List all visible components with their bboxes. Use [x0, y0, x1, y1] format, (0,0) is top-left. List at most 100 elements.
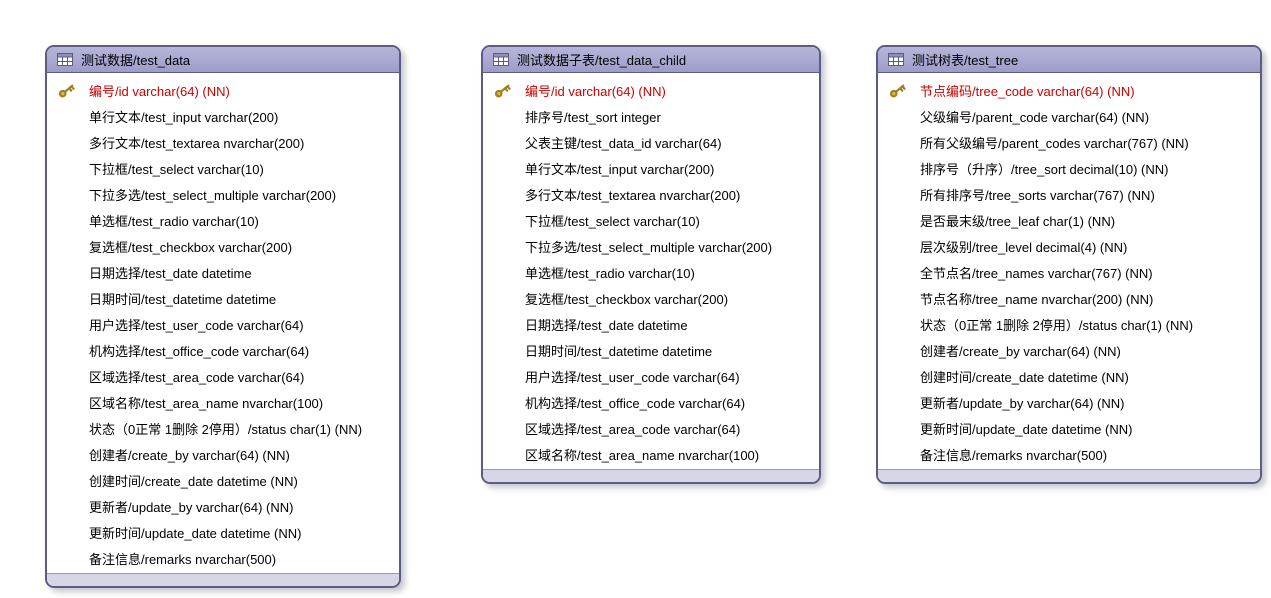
field-label: 日期时间/test_datetime datetime	[525, 343, 713, 359]
field-row[interactable]: 复选框/test_checkbox varchar(200)	[483, 285, 819, 311]
er-table-footer	[483, 469, 819, 482]
field-row[interactable]: 下拉多选/test_select_multiple varchar(200)	[483, 233, 819, 259]
field-row-primary-key[interactable]: 编号/id varchar(64) (NN)	[483, 77, 819, 103]
er-table-test_data_child[interactable]: 测试数据子表/test_data_child 编号/id varchar(64)…	[481, 45, 821, 484]
field-row[interactable]: 日期时间/test_datetime datetime	[483, 337, 819, 363]
field-label: 排序号/test_sort integer	[525, 109, 661, 125]
field-row[interactable]: 更新时间/update_date datetime (NN)	[47, 519, 399, 545]
field-row[interactable]: 区域选择/test_area_code varchar(64)	[483, 415, 819, 441]
field-row[interactable]: 全节点名/tree_names varchar(767) (NN)	[878, 259, 1260, 285]
field-label: 下拉框/test_select varchar(10)	[525, 213, 700, 229]
field-label: 多行文本/test_textarea nvarchar(200)	[89, 135, 305, 151]
field-row[interactable]: 排序号（升序）/tree_sort decimal(10) (NN)	[878, 155, 1260, 181]
er-table-test_data[interactable]: 测试数据/test_data 编号/id varchar(64) (NN) 单行文…	[45, 45, 401, 588]
field-row[interactable]: 下拉框/test_select varchar(10)	[47, 155, 399, 181]
field-label: 下拉多选/test_select_multiple varchar(200)	[525, 239, 773, 255]
field-label: 复选框/test_checkbox varchar(200)	[89, 239, 293, 255]
field-row[interactable]: 多行文本/test_textarea nvarchar(200)	[483, 181, 819, 207]
field-row[interactable]: 排序号/test_sort integer	[483, 103, 819, 129]
field-row[interactable]: 更新者/update_by varchar(64) (NN)	[47, 493, 399, 519]
field-row[interactable]: 父级编号/parent_code varchar(64) (NN)	[878, 103, 1260, 129]
field-row[interactable]: 所有父级编号/parent_codes varchar(767) (NN)	[878, 129, 1260, 155]
field-row[interactable]: 单选框/test_radio varchar(10)	[47, 207, 399, 233]
field-label: 节点名称/tree_name nvarchar(200) (NN)	[920, 291, 1154, 307]
field-label: 用户选择/test_user_code varchar(64)	[525, 369, 740, 385]
key-icon	[483, 81, 525, 100]
field-label: 父级编号/parent_code varchar(64) (NN)	[920, 109, 1150, 125]
field-row[interactable]: 机构选择/test_office_code varchar(64)	[483, 389, 819, 415]
field-row[interactable]: 单行文本/test_input varchar(200)	[47, 103, 399, 129]
field-row[interactable]: 备注信息/remarks nvarchar(500)	[878, 441, 1260, 467]
field-row[interactable]: 区域名称/test_area_name nvarchar(100)	[47, 389, 399, 415]
field-row[interactable]: 层次级别/tree_level decimal(4) (NN)	[878, 233, 1260, 259]
er-table-fields: 编号/id varchar(64) (NN) 排序号/test_sort inte…	[483, 73, 819, 469]
field-row[interactable]: 所有排序号/tree_sorts varchar(767) (NN)	[878, 181, 1260, 207]
field-label: 父表主键/test_data_id varchar(64)	[525, 135, 722, 151]
key-icon	[878, 81, 920, 100]
field-row[interactable]: 机构选择/test_office_code varchar(64)	[47, 337, 399, 363]
field-row[interactable]: 区域名称/test_area_name nvarchar(100)	[483, 441, 819, 467]
field-row[interactable]: 状态（0正常 1删除 2停用）/status char(1) (NN)	[878, 311, 1260, 337]
field-label: 日期选择/test_date datetime	[89, 265, 252, 281]
field-row[interactable]: 创建时间/create_date datetime (NN)	[47, 467, 399, 493]
field-label: 多行文本/test_textarea nvarchar(200)	[525, 187, 741, 203]
field-row[interactable]: 备注信息/remarks nvarchar(500)	[47, 545, 399, 571]
field-label: 单行文本/test_input varchar(200)	[89, 109, 279, 125]
er-table-test_tree[interactable]: 测试树表/test_tree 节点编码/tree_code varchar(64…	[876, 45, 1262, 484]
key-icon	[47, 81, 89, 100]
field-row[interactable]: 区域选择/test_area_code varchar(64)	[47, 363, 399, 389]
field-row[interactable]: 日期选择/test_date datetime	[483, 311, 819, 337]
er-table-header[interactable]: 测试树表/test_tree	[878, 47, 1260, 73]
field-label: 机构选择/test_office_code varchar(64)	[89, 343, 310, 359]
field-label: 更新者/update_by varchar(64) (NN)	[89, 499, 294, 515]
field-label: 日期时间/test_datetime datetime	[89, 291, 277, 307]
field-row[interactable]: 创建者/create_by varchar(64) (NN)	[47, 441, 399, 467]
field-row[interactable]: 用户选择/test_user_code varchar(64)	[483, 363, 819, 389]
field-label: 是否最末级/tree_leaf char(1) (NN)	[920, 213, 1116, 229]
field-label: 创建时间/create_date datetime (NN)	[89, 473, 298, 489]
field-label: 区域名称/test_area_name nvarchar(100)	[525, 447, 760, 463]
field-label: 全节点名/tree_names varchar(767) (NN)	[920, 265, 1153, 281]
er-table-footer	[47, 573, 399, 586]
field-label: 区域选择/test_area_code varchar(64)	[525, 421, 741, 437]
field-row[interactable]: 父表主键/test_data_id varchar(64)	[483, 129, 819, 155]
table-grid-icon	[57, 53, 73, 66]
field-row[interactable]: 多行文本/test_textarea nvarchar(200)	[47, 129, 399, 155]
field-row[interactable]: 更新者/update_by varchar(64) (NN)	[878, 389, 1260, 415]
field-row[interactable]: 节点名称/tree_name nvarchar(200) (NN)	[878, 285, 1260, 311]
field-row[interactable]: 下拉框/test_select varchar(10)	[483, 207, 819, 233]
field-row[interactable]: 创建者/create_by varchar(64) (NN)	[878, 337, 1260, 363]
field-row[interactable]: 下拉多选/test_select_multiple varchar(200)	[47, 181, 399, 207]
field-label: 所有父级编号/parent_codes varchar(767) (NN)	[920, 135, 1189, 151]
field-row[interactable]: 用户选择/test_user_code varchar(64)	[47, 311, 399, 337]
field-row-primary-key[interactable]: 节点编码/tree_code varchar(64) (NN)	[878, 77, 1260, 103]
field-label: 复选框/test_checkbox varchar(200)	[525, 291, 729, 307]
field-row[interactable]: 单选框/test_radio varchar(10)	[483, 259, 819, 285]
field-label: 备注信息/remarks nvarchar(500)	[89, 551, 277, 567]
field-row[interactable]: 单行文本/test_input varchar(200)	[483, 155, 819, 181]
er-table-title: 测试树表/test_tree	[912, 53, 1019, 68]
field-row[interactable]: 更新时间/update_date datetime (NN)	[878, 415, 1260, 441]
field-label: 机构选择/test_office_code varchar(64)	[525, 395, 746, 411]
er-table-header[interactable]: 测试数据/test_data	[47, 47, 399, 73]
field-label: 状态（0正常 1删除 2停用）/status char(1) (NN)	[920, 317, 1194, 333]
field-row[interactable]: 创建时间/create_date datetime (NN)	[878, 363, 1260, 389]
er-table-footer	[878, 469, 1260, 482]
field-row-primary-key[interactable]: 编号/id varchar(64) (NN)	[47, 77, 399, 103]
field-label: 单行文本/test_input varchar(200)	[525, 161, 715, 177]
er-table-title: 测试数据子表/test_data_child	[517, 53, 687, 68]
field-row[interactable]: 状态（0正常 1删除 2停用）/status char(1) (NN)	[47, 415, 399, 441]
field-label: 更新时间/update_date datetime (NN)	[89, 525, 302, 541]
field-row[interactable]: 复选框/test_checkbox varchar(200)	[47, 233, 399, 259]
field-row[interactable]: 日期选择/test_date datetime	[47, 259, 399, 285]
field-label: 编号/id varchar(64) (NN)	[89, 83, 230, 99]
field-row[interactable]: 日期时间/test_datetime datetime	[47, 285, 399, 311]
field-label: 排序号（升序）/tree_sort decimal(10) (NN)	[920, 161, 1169, 177]
field-label: 创建者/create_by varchar(64) (NN)	[89, 447, 290, 463]
er-table-header[interactable]: 测试数据子表/test_data_child	[483, 47, 819, 73]
field-row[interactable]: 是否最末级/tree_leaf char(1) (NN)	[878, 207, 1260, 233]
field-label: 编号/id varchar(64) (NN)	[525, 83, 666, 99]
field-label: 状态（0正常 1删除 2停用）/status char(1) (NN)	[89, 421, 363, 437]
field-label: 下拉框/test_select varchar(10)	[89, 161, 264, 177]
er-table-fields: 节点编码/tree_code varchar(64) (NN) 父级编号/pare…	[878, 73, 1260, 469]
